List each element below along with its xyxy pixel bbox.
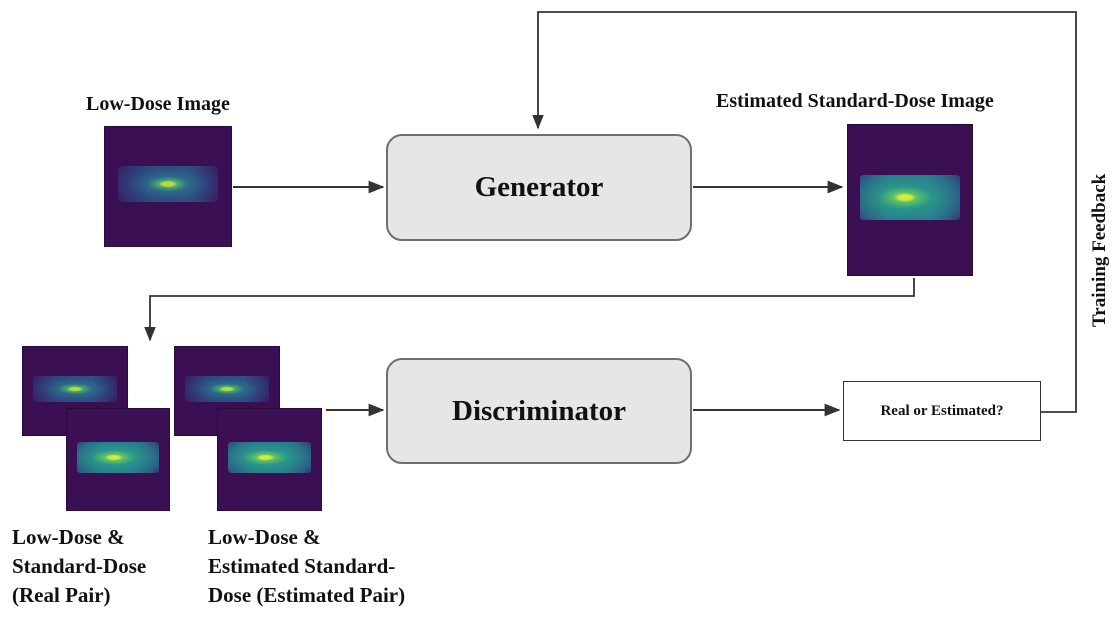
estimated-pair-caption-line: Estimated Standard- [208, 554, 396, 578]
real-or-estimated-box: Real or Estimated? [843, 381, 1041, 441]
low-dose-image [104, 126, 232, 247]
estimated-pair-caption-line: Low-Dose & [208, 525, 321, 549]
low-dose-image-label: Low-Dose Image [86, 93, 230, 115]
real-pair-caption-line: Low-Dose & [12, 525, 125, 549]
real-pair-caption-line: (Real Pair) [12, 583, 111, 607]
arrow-training-feedback [532, 11, 1077, 413]
estimated-standard-dose-image [847, 124, 973, 276]
estimated-pair-caption-line: Dose (Estimated Pair) [208, 583, 406, 607]
real-pair-caption: Low-Dose & Standard-Dose (Real Pair) [12, 523, 146, 610]
estimated-pair-estimated-image [217, 408, 322, 511]
training-feedback-label: Training Feedback [1089, 173, 1110, 327]
generator-box: Generator [386, 134, 692, 241]
arrow-estimated-to-pairs [144, 278, 915, 342]
real-pair-caption-line: Standard-Dose [12, 554, 147, 578]
real-pair-standard-dose-image [66, 408, 170, 511]
estimated-pair-caption: Low-Dose & Estimated Standard- Dose (Est… [208, 523, 405, 610]
estimated-image-label: Estimated Standard-Dose Image [716, 90, 994, 112]
discriminator-box: Discriminator [386, 358, 692, 464]
